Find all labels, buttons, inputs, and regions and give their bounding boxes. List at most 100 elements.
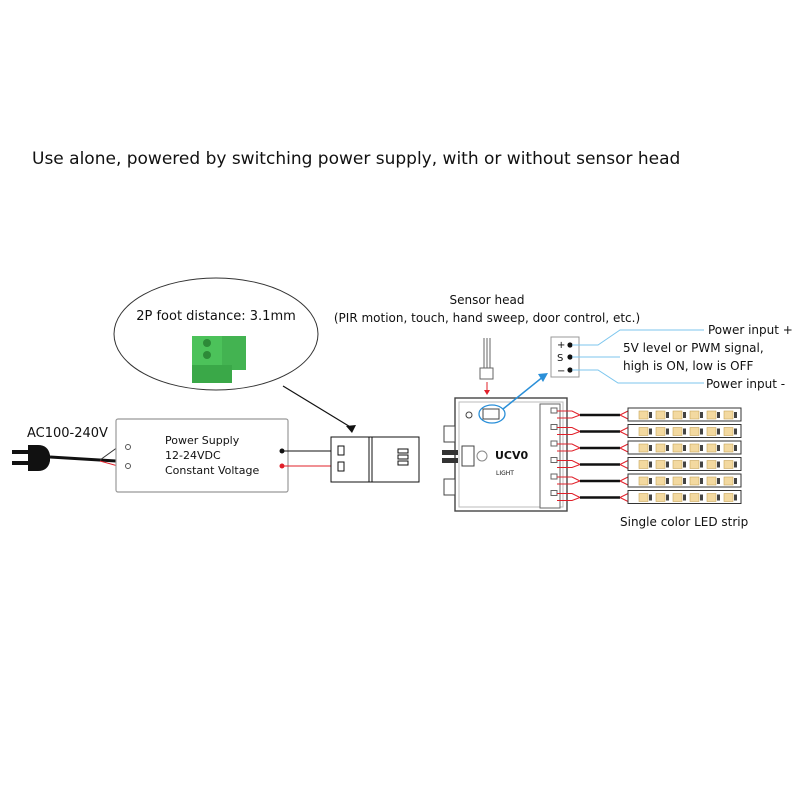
strip-lead-wire bbox=[619, 476, 629, 486]
led-chip bbox=[723, 493, 734, 502]
strip-resistor bbox=[683, 494, 686, 501]
led-chip bbox=[723, 427, 734, 436]
led-chip bbox=[655, 443, 666, 453]
power-supply-line1: Power Supply bbox=[165, 434, 240, 447]
led-chip bbox=[723, 476, 734, 486]
sensor-port-highlight bbox=[478, 404, 506, 424]
led-chip bbox=[638, 443, 649, 453]
power-supply-line3: Constant Voltage bbox=[165, 464, 259, 477]
strip-resistor bbox=[666, 478, 669, 484]
controller-brand-logo: LIGHT bbox=[496, 470, 514, 477]
strip-resistor bbox=[683, 461, 686, 468]
led-chip bbox=[706, 410, 717, 420]
led-strips bbox=[550, 407, 742, 504]
strip-lead-wire bbox=[557, 427, 581, 432]
led-chip bbox=[655, 460, 666, 469]
sensor-cable-icon bbox=[479, 338, 494, 395]
output-terminal bbox=[550, 440, 558, 447]
strip-lead-wire bbox=[557, 497, 581, 501]
led-chip bbox=[672, 460, 683, 469]
callout-label: 2P foot distance: 3.1mm bbox=[136, 309, 296, 324]
led-strip bbox=[550, 473, 742, 488]
pin-dot-signal bbox=[567, 354, 573, 360]
controller-model: UCV0 bbox=[495, 449, 529, 462]
diagram-title: Use alone, powered by switching power su… bbox=[32, 149, 680, 169]
strip-resistor bbox=[683, 428, 686, 435]
strip-lead-wire bbox=[557, 431, 581, 435]
callout-ellipse bbox=[113, 277, 319, 391]
terminal-connector bbox=[330, 436, 420, 483]
power-plus-label: Power input + bbox=[708, 323, 793, 337]
led-chip bbox=[638, 476, 649, 486]
strip-resistor bbox=[700, 428, 703, 435]
pin-plus: + bbox=[557, 340, 565, 351]
led-chip bbox=[655, 427, 666, 436]
strip-resistor bbox=[717, 478, 720, 484]
led-chip bbox=[723, 443, 734, 453]
strip-resistor bbox=[666, 494, 669, 501]
callout-pointer bbox=[282, 385, 353, 429]
strip-lead-wire bbox=[619, 443, 629, 453]
pin-signal: S bbox=[557, 353, 563, 364]
ac-input-terminal bbox=[125, 463, 131, 469]
led-chip bbox=[689, 460, 700, 469]
output-terminal bbox=[550, 407, 558, 414]
led-strip bbox=[550, 424, 742, 438]
led-chip bbox=[706, 493, 717, 502]
led-chip bbox=[638, 493, 649, 502]
led-strip-label: Single color LED strip bbox=[620, 515, 748, 529]
led-chip bbox=[655, 476, 666, 486]
sensor-head-subtitle: (PIR motion, touch, hand sweep, door con… bbox=[334, 311, 640, 325]
strip-resistor bbox=[649, 494, 652, 501]
strip-lead-wire bbox=[557, 493, 581, 498]
strip-lead-wire bbox=[557, 410, 581, 416]
led-chip bbox=[689, 493, 700, 502]
strip-lead-wire bbox=[557, 414, 581, 419]
signal-label-1: 5V level or PWM signal, bbox=[623, 341, 764, 355]
pin-leader-lines bbox=[572, 329, 704, 384]
led-chip bbox=[638, 410, 649, 420]
strip-resistor bbox=[700, 412, 703, 418]
sensor-head-title: Sensor head bbox=[450, 293, 525, 307]
led-chip bbox=[689, 427, 700, 436]
power-supply-line2: 12-24VDC bbox=[165, 449, 221, 462]
led-chip bbox=[689, 443, 700, 453]
strip-resistor bbox=[649, 412, 652, 418]
strip-resistor bbox=[666, 445, 669, 451]
strip-lead-wire bbox=[557, 480, 581, 485]
led-chip bbox=[689, 410, 700, 420]
led-chip bbox=[672, 443, 683, 453]
strip-resistor bbox=[734, 445, 737, 451]
led-strip bbox=[550, 440, 742, 455]
ucv0-controller bbox=[442, 373, 568, 512]
strip-resistor bbox=[683, 445, 686, 451]
pin-dot-minus bbox=[567, 367, 573, 373]
strip-lead-wire bbox=[557, 447, 581, 452]
strip-resistor bbox=[700, 461, 703, 468]
led-chip bbox=[706, 460, 717, 469]
led-chip bbox=[723, 410, 734, 420]
led-chip bbox=[655, 493, 666, 502]
strip-resistor bbox=[700, 494, 703, 501]
strip-resistor bbox=[734, 494, 737, 501]
led-chip bbox=[638, 460, 649, 469]
led-chip bbox=[672, 476, 683, 486]
output-terminal bbox=[550, 457, 558, 463]
output-terminal bbox=[550, 490, 558, 496]
strip-resistor bbox=[649, 478, 652, 484]
output-terminal bbox=[550, 424, 558, 430]
led-chip bbox=[706, 476, 717, 486]
led-strip bbox=[550, 407, 742, 422]
strip-resistor bbox=[666, 461, 669, 468]
strip-resistor bbox=[717, 412, 720, 418]
strip-lead-wire bbox=[619, 460, 629, 469]
callout-pointer-arrowhead bbox=[346, 425, 356, 433]
led-chip bbox=[689, 476, 700, 486]
strip-lead-wire bbox=[619, 493, 629, 502]
output-terminal bbox=[550, 473, 558, 480]
pin-minus: − bbox=[557, 366, 565, 377]
strip-resistor bbox=[734, 461, 737, 468]
strip-resistor bbox=[649, 445, 652, 451]
led-chip bbox=[655, 410, 666, 420]
ac-plug-icon bbox=[12, 445, 128, 471]
